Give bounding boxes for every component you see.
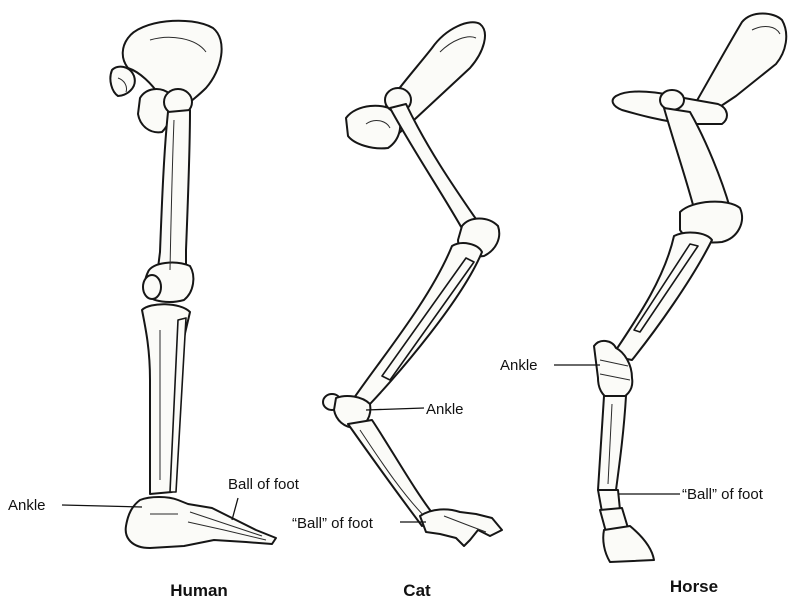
cat-femur bbox=[385, 88, 499, 256]
horse-cannon-bone bbox=[598, 396, 626, 490]
horse-tibia bbox=[612, 233, 712, 360]
human-ankle-leader bbox=[62, 505, 142, 507]
human-patella bbox=[143, 275, 161, 299]
cat-title: Cat bbox=[403, 581, 431, 600]
cat-ankle-label: Ankle bbox=[426, 401, 464, 418]
horse-title: Horse bbox=[670, 577, 718, 596]
cat-toes bbox=[420, 509, 502, 546]
cat-tibia-fibula bbox=[354, 243, 482, 404]
cat-metatarsals bbox=[348, 420, 436, 526]
human-title: Human bbox=[170, 581, 228, 600]
horse-ankle-label: Ankle bbox=[500, 357, 538, 374]
human-leg-skeleton bbox=[110, 21, 276, 548]
cat-ankle-leader bbox=[366, 408, 424, 410]
horse-pelvis bbox=[613, 14, 787, 125]
horse-pastern-hoof bbox=[598, 490, 654, 562]
human-pelvis bbox=[110, 21, 221, 133]
cat-ball-label: “Ball” of foot bbox=[292, 515, 374, 532]
human-ball-label: Ball of foot bbox=[228, 476, 300, 493]
human-tibia-fibula bbox=[142, 304, 190, 494]
human-ankle-label: Ankle bbox=[8, 497, 46, 514]
horse-ball-label: “Ball” of foot bbox=[682, 486, 764, 503]
human-foot bbox=[126, 497, 276, 548]
horse-leg-skeleton bbox=[594, 14, 786, 563]
human-ball-leader bbox=[232, 498, 238, 520]
horse-femur bbox=[664, 108, 742, 243]
cat-leg-skeleton bbox=[323, 22, 502, 546]
